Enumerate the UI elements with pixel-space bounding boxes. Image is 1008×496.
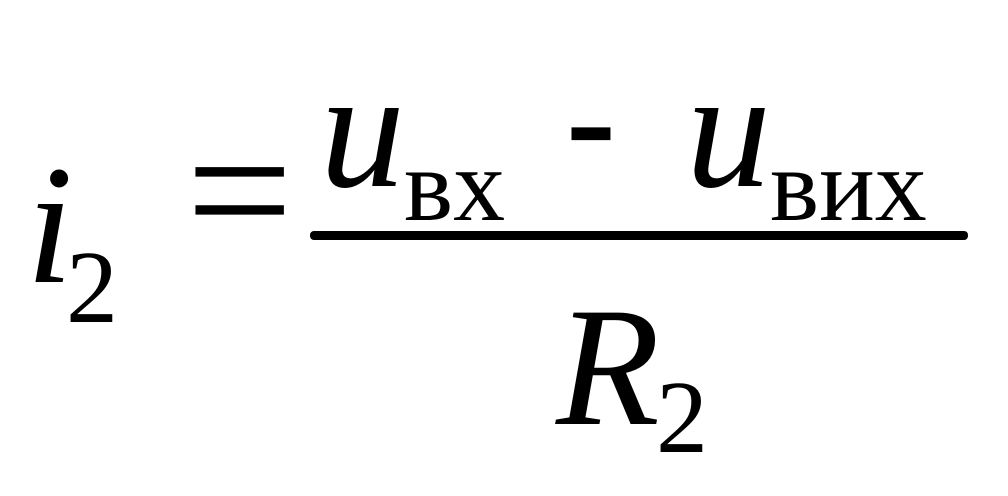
denominator-subscript: 2 xyxy=(656,360,708,475)
lhs-variable: i xyxy=(26,131,74,319)
denominator-variable: R xyxy=(556,273,660,461)
minus-sign: - xyxy=(566,36,616,202)
fraction-bar xyxy=(310,231,968,240)
numerator-term1-variable: u xyxy=(320,35,405,223)
lhs-subscript: 2 xyxy=(66,230,118,345)
equals-sign: = xyxy=(186,86,294,296)
numerator-term2-variable: u xyxy=(686,35,771,223)
numerator-term1-subscript: вх xyxy=(404,128,506,243)
numerator-term2-subscript: вих xyxy=(770,128,927,243)
